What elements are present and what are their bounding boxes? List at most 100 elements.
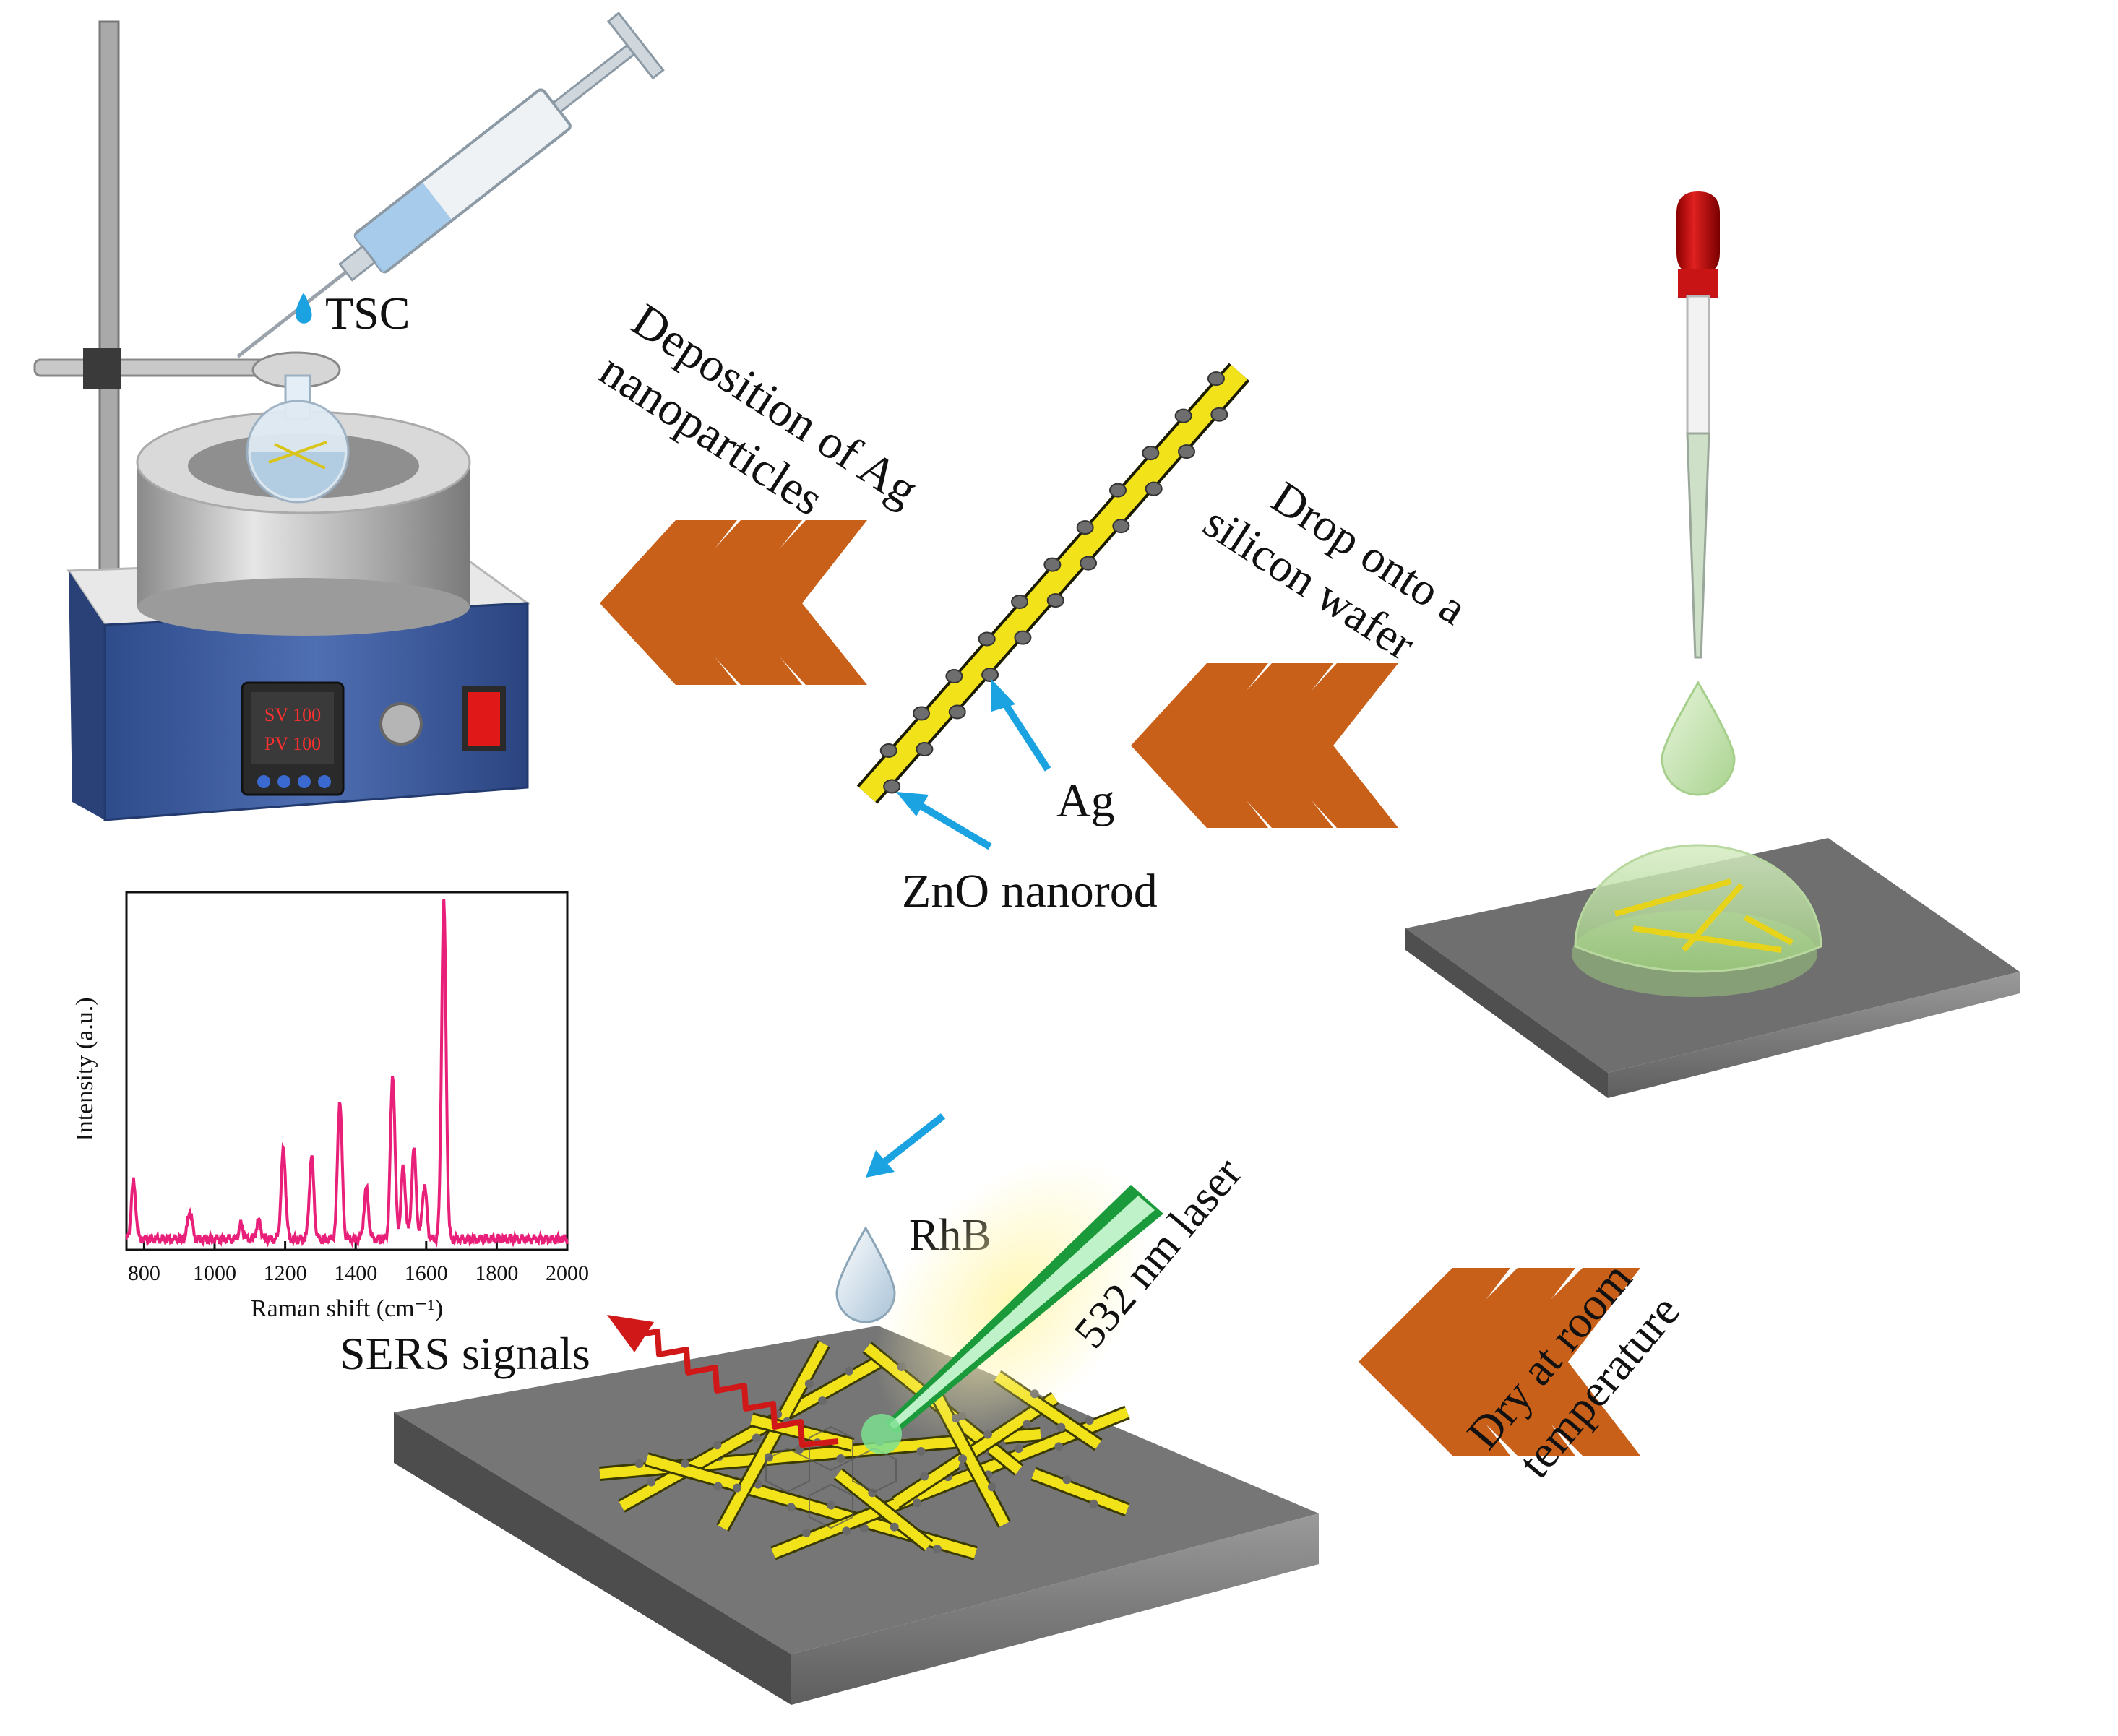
ag-particle <box>681 1459 690 1468</box>
ag-particle <box>844 1366 853 1376</box>
chart-x-label: Raman shift (cm⁻¹) <box>251 1295 443 1322</box>
pointer-rhb <box>866 1113 946 1178</box>
power-switch-red <box>468 692 500 746</box>
ag-particle <box>842 1526 851 1536</box>
ag-particle <box>958 1454 968 1464</box>
label-drop: Drop onto a silicon wafer <box>1194 471 1476 670</box>
magnetic-stirrer-heater: SV 100 PV 100 <box>33 20 531 821</box>
ag-particle <box>948 704 966 720</box>
process-arrow-1 <box>600 520 867 685</box>
controller-button-3 <box>298 775 311 788</box>
x-tick-label-1000: 1000 <box>193 1261 236 1285</box>
flask-solution <box>251 452 345 498</box>
label-ag: Ag <box>1056 774 1115 827</box>
ag-particle <box>883 779 901 794</box>
chart-y-label: Intensity (a.u.) <box>72 997 98 1141</box>
flask-nanorod-2 <box>274 443 326 470</box>
nanorod <box>1031 1469 1129 1515</box>
ag-particle <box>1056 1422 1066 1432</box>
sers-signal-arrow <box>607 1315 839 1448</box>
droplet-dome <box>1574 844 1822 973</box>
heating-mantle-bottom <box>137 578 470 636</box>
dome-nanorod-4 <box>1744 915 1794 946</box>
zno-nanorod-with-ag <box>856 363 1250 804</box>
syringe-icon <box>236 12 665 358</box>
ag-particle <box>752 1433 761 1443</box>
dome-nanorod-3 <box>1682 883 1744 952</box>
ag-particle <box>733 1483 742 1493</box>
wafer-front-edge <box>791 1513 1319 1705</box>
ag-particle <box>1062 1475 1072 1485</box>
ag-particle <box>978 631 996 647</box>
x-tick-label-1200: 1200 <box>264 1261 307 1285</box>
nanorod <box>619 1353 888 1511</box>
spectrum-line <box>125 899 569 1248</box>
label-sers: SERS signals <box>340 1328 590 1379</box>
ag-particle <box>1011 595 1029 610</box>
tsc-droplet-icon <box>296 293 312 324</box>
ag-particle <box>1089 1499 1098 1508</box>
display-sv: SV 100 <box>264 704 321 725</box>
zno-nanorod-body <box>858 365 1248 802</box>
stirrer-knob <box>379 702 423 746</box>
ag-particle <box>1043 557 1062 572</box>
ag-particle <box>981 668 999 683</box>
label-tsc: TSC <box>325 288 410 339</box>
ag-particle <box>634 1459 644 1469</box>
ag-particle <box>1014 1444 1023 1454</box>
x-tick-label-1600: 1600 <box>405 1261 448 1285</box>
x-tick-label-1800: 1800 <box>475 1261 518 1285</box>
label-zno: ZnO nanorod <box>902 865 1158 917</box>
ag-particle <box>1177 444 1195 459</box>
ag-particle <box>1085 1416 1094 1425</box>
ag-particle <box>1210 407 1228 422</box>
ag-particle <box>890 1522 899 1532</box>
ag-particle <box>1145 481 1163 496</box>
pointer-ag <box>991 679 1051 772</box>
nanorod <box>835 1469 932 1550</box>
controller-button-1 <box>257 775 270 788</box>
ag-particle <box>1080 556 1098 571</box>
pipette-icon <box>1676 191 1720 659</box>
ag-particle <box>804 1379 814 1389</box>
ag-particle <box>786 1503 796 1512</box>
pointer-zno <box>896 792 992 850</box>
x-tick-label-2000: 2000 <box>546 1261 589 1285</box>
chart-frame <box>125 891 569 1251</box>
ag-particle <box>916 742 934 757</box>
ag-particle <box>879 743 897 758</box>
ag-particle <box>647 1477 656 1487</box>
sers-signal-wave <box>629 1329 839 1448</box>
wafer-left-edge <box>394 1412 791 1705</box>
process-arrow-2 <box>1131 663 1398 828</box>
flask-nanorod-1 <box>268 441 327 464</box>
nanorod <box>718 1341 829 1531</box>
ag-particle <box>859 1524 869 1533</box>
controller-screen <box>251 692 334 764</box>
ag-nanoparticles <box>879 371 1228 794</box>
laser-beam-inner <box>889 1196 1155 1429</box>
ag-particle <box>1142 446 1160 461</box>
solution-droplet-icon <box>1661 681 1736 796</box>
ag-particle <box>1207 371 1225 387</box>
silicon-wafer-wet <box>1405 838 2020 1098</box>
ag-particle <box>913 1498 922 1508</box>
ag-particle <box>1014 630 1032 645</box>
ag-particle <box>1076 520 1094 535</box>
ag-particle <box>836 1454 845 1463</box>
controller-button-4 <box>318 775 331 788</box>
ag-particle <box>916 1446 926 1456</box>
clamp-block <box>83 348 121 389</box>
ag-particle <box>1108 483 1127 498</box>
ag-particle <box>913 706 931 721</box>
ag-particle <box>818 1396 827 1406</box>
ag-particle <box>713 1482 723 1491</box>
rhb-droplet-icon <box>835 1225 896 1323</box>
ag-particle <box>1112 519 1130 534</box>
process-arrow-3 <box>1359 1268 1640 1456</box>
display-pv: PV 100 <box>264 733 321 754</box>
x-tick-label-1400: 1400 <box>334 1261 377 1285</box>
ag-particle <box>868 1488 877 1498</box>
